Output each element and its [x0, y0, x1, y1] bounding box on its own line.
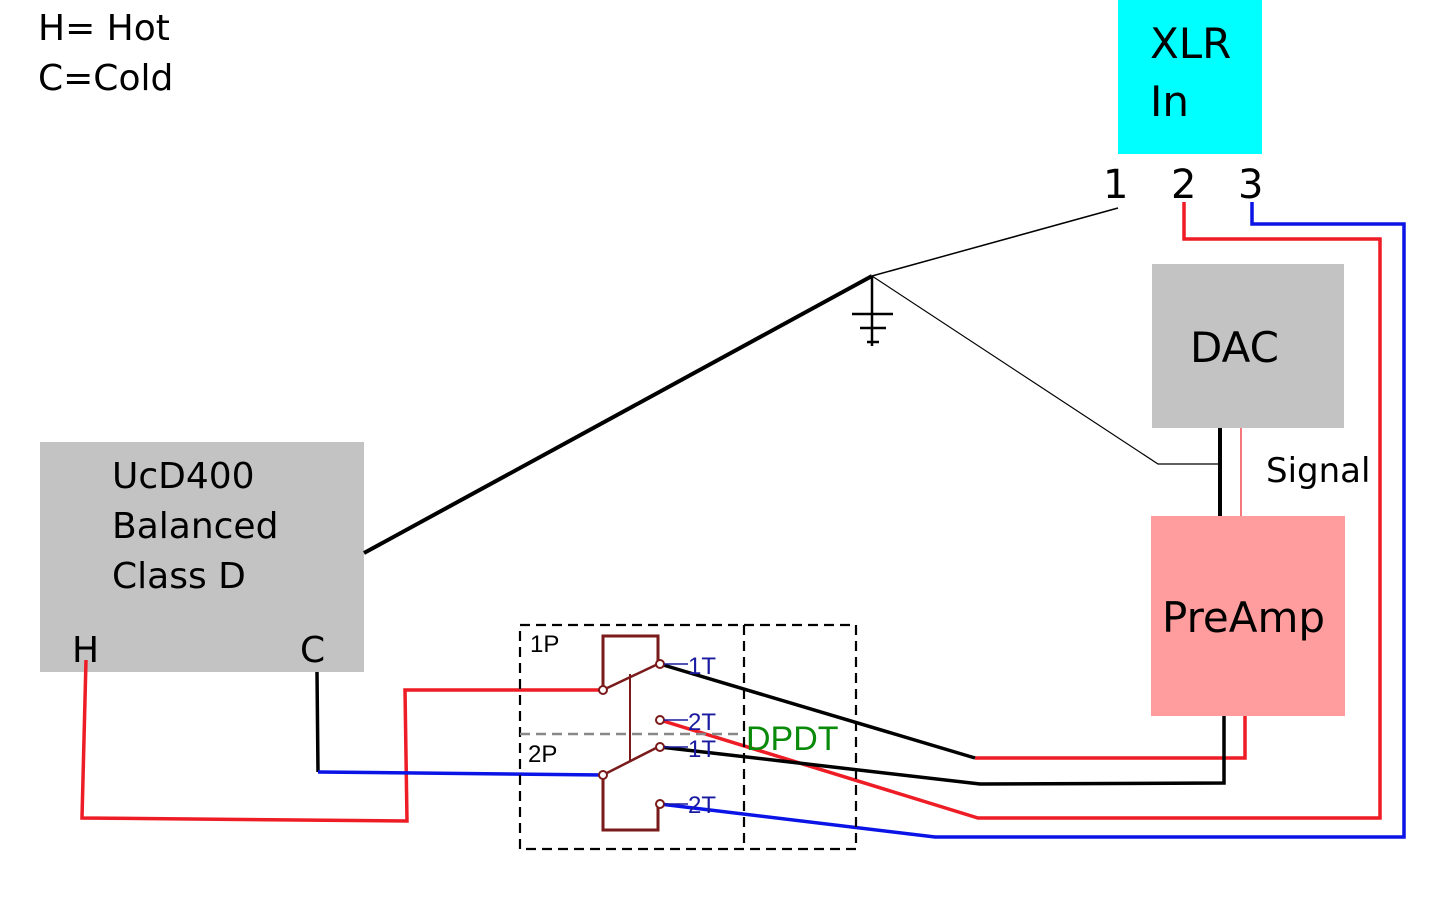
throw-1t-b-label: 1T — [688, 736, 716, 763]
xlr-label-line1: XLR — [1150, 19, 1231, 68]
preamp-cold-wire — [659, 716, 1226, 786]
throw-2t-b-label: 2T — [688, 792, 716, 819]
xlr-pin-2: 2 — [1171, 162, 1196, 208]
preamp-hot-wire — [975, 716, 1247, 760]
pole1-common-terminal — [598, 685, 608, 695]
ucd400-label-line1: UcD400 — [112, 456, 255, 497]
throw-2t-a-label: 2T — [688, 709, 716, 736]
pole2-throw2-terminal — [655, 799, 665, 809]
dpdt-label: DPDT — [746, 720, 839, 758]
xlr-label-line2: In — [1150, 77, 1189, 126]
pole1-label: 1P — [530, 631, 559, 658]
xlr-hot-wire — [659, 202, 1382, 820]
legend-cold: C=Cold — [38, 58, 173, 99]
pole2-label: 2P — [528, 741, 557, 768]
throw-1t-a-label: 1T — [688, 653, 716, 680]
xlr-in-box — [1118, 0, 1262, 154]
dac-box — [1152, 264, 1344, 428]
ucd400-label-line2: Balanced — [112, 506, 278, 547]
legend-hot: H= Hot — [38, 8, 170, 49]
pole1-throw2-terminal — [655, 715, 665, 725]
dac-label: DAC — [1190, 323, 1279, 372]
ground-wire-dac — [871, 275, 1220, 465]
switch-linkage-bracket — [601, 634, 660, 690]
ground-wire-ucd400 — [363, 274, 873, 555]
preamp-box — [1151, 516, 1345, 716]
ground-wire-xlr-pin1 — [871, 207, 1119, 277]
xlr-cold-wire — [659, 202, 1406, 839]
signal-label: Signal — [1266, 451, 1370, 491]
ucd400-box — [40, 442, 364, 672]
pole2-throw1-terminal — [655, 742, 665, 752]
dpdt-switch: 1P 2P 1T 2T 1T 2T DPDT — [518, 623, 858, 851]
pole2-common-terminal — [598, 770, 608, 780]
ucd400-label-line3: Class D — [112, 556, 246, 597]
pole2-blade — [602, 745, 659, 777]
ucd400-hot-wire — [80, 659, 603, 823]
ucd400-cold-wire-black — [315, 671, 320, 773]
dpdt-outer-border — [518, 623, 858, 851]
pole1-throw1-terminal — [655, 659, 665, 669]
ucd400-cold-wire-blue — [317, 770, 604, 777]
xlr-pin-3: 3 — [1238, 162, 1263, 208]
ground-symbol — [852, 276, 893, 346]
switch-linkage-bracket-lower — [601, 775, 660, 832]
pole1-blade — [602, 662, 659, 692]
ucd400-cold-terminal: C — [300, 630, 325, 671]
xlr-pin-1: 1 — [1103, 162, 1128, 208]
switch-1t-upper-wire — [659, 662, 976, 760]
preamp-label: PreAmp — [1162, 593, 1325, 642]
